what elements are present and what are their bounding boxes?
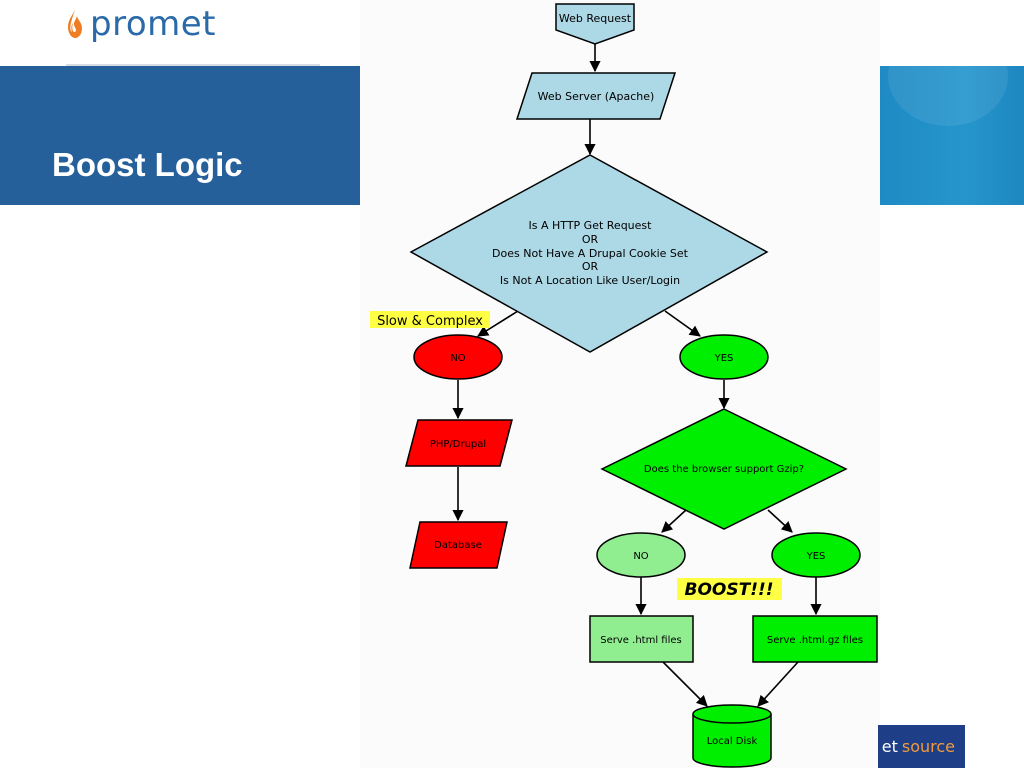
boost-highlight	[677, 578, 782, 600]
header-divider	[66, 64, 320, 66]
footer-brand-part2: source	[901, 737, 955, 756]
node-local-disk	[692, 704, 772, 768]
node-yes-gzip	[771, 532, 861, 578]
logo-text: promet	[90, 4, 216, 44]
edge-gz-to-disk	[757, 661, 799, 707]
node-web-server	[515, 72, 677, 120]
boost-label: BOOST!!!	[685, 580, 774, 600]
node-gzip-decision-label: Does the browser support Gzip?	[644, 464, 804, 475]
edge-gzip-to-no	[661, 509, 687, 533]
node-php-drupal	[405, 419, 513, 467]
node-serve-gz	[752, 615, 878, 663]
node-main-decision	[409, 154, 769, 353]
decision-line-1: Is A HTTP Get Request	[529, 219, 653, 232]
node-serve-html	[589, 615, 694, 663]
edge-decision-to-yes	[664, 310, 701, 337]
node-web-request	[555, 3, 635, 45]
node-no-gzip	[596, 532, 686, 578]
edge-gzip-to-yes	[767, 509, 793, 533]
decision-line-2: OR	[582, 233, 599, 246]
node-no-main	[413, 334, 503, 380]
node-php-drupal-label: PHP/Drupal	[430, 439, 486, 450]
node-web-request-label: Web Request	[559, 12, 632, 25]
node-no-gzip-label: NO	[633, 551, 648, 562]
node-database-label: Database	[434, 540, 482, 551]
node-web-server-label: Web Server (Apache)	[538, 90, 655, 103]
node-yes-gzip-label: YES	[806, 551, 826, 562]
decision-line-3: Does Not Have A Drupal Cookie Set	[492, 247, 689, 260]
edge-html-to-disk	[662, 661, 708, 707]
title-band	[0, 66, 366, 205]
decision-line-5: Is Not A Location Like User/Login	[500, 274, 680, 287]
node-database	[409, 521, 508, 569]
node-local-disk-label: Local Disk	[707, 736, 758, 747]
node-serve-gz-label: Serve .html.gz files	[767, 635, 863, 646]
node-yes-main	[679, 334, 769, 380]
boost-flowchart: Web Request Web Server (Apache) Is A HTT…	[360, 0, 880, 768]
edge-decision-to-no	[477, 310, 519, 337]
title-band-decoration	[878, 66, 1024, 205]
promet-logo: promet	[66, 2, 216, 46]
node-no-main-label: NO	[450, 353, 465, 364]
decision-line-4: OR	[582, 260, 599, 273]
slow-complex-highlight	[370, 311, 490, 328]
flame-icon	[68, 10, 82, 38]
slow-complex-label: Slow & Complex	[377, 314, 483, 329]
footer-brand: et source	[878, 725, 965, 768]
node-yes-main-label: YES	[714, 353, 734, 364]
footer-brand-part1: et	[881, 737, 898, 756]
slide-title: Boost Logic	[52, 146, 243, 183]
node-gzip-decision	[600, 408, 848, 530]
node-serve-html-label: Serve .html files	[600, 635, 681, 646]
